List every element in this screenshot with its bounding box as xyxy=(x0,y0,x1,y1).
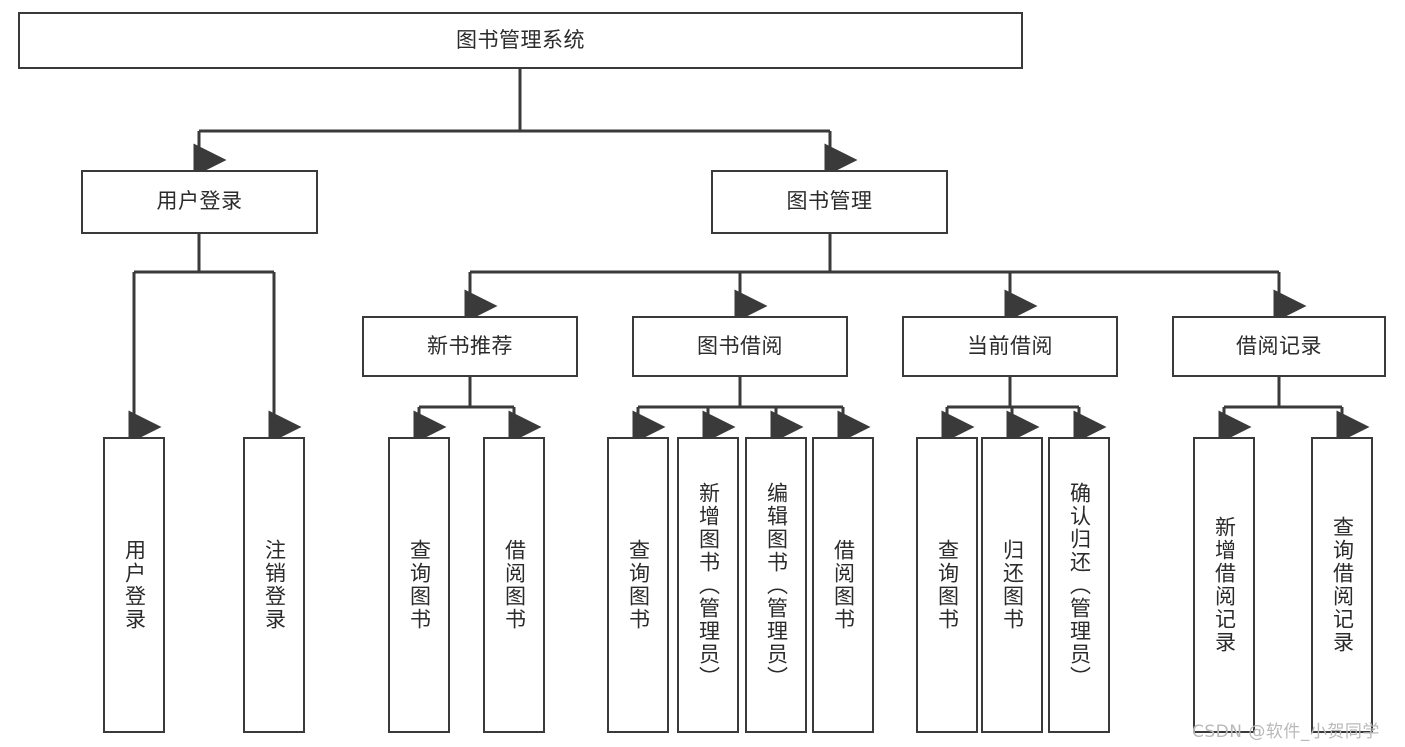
node-leaf-return-book-label: 归还图书 xyxy=(1000,539,1025,631)
node-leaf-query-book-1-label: 查询图书 xyxy=(407,539,432,631)
node-leaf-borrow-book-2-label: 借阅图书 xyxy=(831,539,856,631)
node-leaf-user-login[interactable]: 用户登录 xyxy=(103,437,165,733)
node-leaf-add-book[interactable]: 新增图书（管理员） xyxy=(677,437,739,733)
node-leaf-confirm-return[interactable]: 确认归还（管理员） xyxy=(1048,437,1110,733)
node-root[interactable]: 图书管理系统 xyxy=(18,12,1023,69)
node-leaf-user-login-label: 用户登录 xyxy=(122,539,147,631)
node-book-borrow[interactable]: 图书借阅 xyxy=(632,316,848,377)
node-leaf-add-record[interactable]: 新增借阅记录 xyxy=(1193,437,1255,733)
node-user-login[interactable]: 用户登录 xyxy=(81,170,318,234)
node-book-manage-label: 图书管理 xyxy=(786,189,873,214)
node-leaf-query-book-3-label: 查询图书 xyxy=(935,539,960,631)
node-leaf-query-record-label: 查询借阅记录 xyxy=(1330,516,1355,654)
node-borrow-record-label: 借阅记录 xyxy=(1236,333,1322,358)
node-leaf-query-book-2-label: 查询图书 xyxy=(626,539,651,631)
node-leaf-logout-label: 注销登录 xyxy=(262,539,287,631)
node-root-label: 图书管理系统 xyxy=(456,27,585,52)
node-leaf-query-book-2[interactable]: 查询图书 xyxy=(607,437,669,733)
node-leaf-return-book[interactable]: 归还图书 xyxy=(981,437,1043,733)
node-leaf-edit-book-label: 编辑图书（管理员） xyxy=(764,481,789,689)
node-current-borrow-label: 当前借阅 xyxy=(967,333,1053,358)
node-leaf-query-record[interactable]: 查询借阅记录 xyxy=(1311,437,1373,733)
node-user-login-label: 用户登录 xyxy=(156,189,243,214)
node-borrow-record[interactable]: 借阅记录 xyxy=(1172,316,1386,377)
node-book-manage[interactable]: 图书管理 xyxy=(711,170,948,234)
node-current-borrow[interactable]: 当前借阅 xyxy=(902,316,1118,377)
node-leaf-logout[interactable]: 注销登录 xyxy=(243,437,305,733)
node-leaf-confirm-return-label: 确认归还（管理员） xyxy=(1067,481,1092,689)
node-leaf-add-record-label: 新增借阅记录 xyxy=(1212,516,1237,654)
node-leaf-query-book-1[interactable]: 查询图书 xyxy=(388,437,450,733)
node-leaf-query-book-3[interactable]: 查询图书 xyxy=(916,437,978,733)
node-book-borrow-label: 图书借阅 xyxy=(697,333,783,358)
node-leaf-edit-book[interactable]: 编辑图书（管理员） xyxy=(745,437,807,733)
node-new-book-recommend-label: 新书推荐 xyxy=(427,333,513,358)
node-leaf-add-book-label: 新增图书（管理员） xyxy=(696,481,721,689)
node-leaf-borrow-book-1-label: 借阅图书 xyxy=(502,539,527,631)
node-leaf-borrow-book-1[interactable]: 借阅图书 xyxy=(483,437,545,733)
node-new-book-recommend[interactable]: 新书推荐 xyxy=(362,316,578,377)
node-leaf-borrow-book-2[interactable]: 借阅图书 xyxy=(812,437,874,733)
